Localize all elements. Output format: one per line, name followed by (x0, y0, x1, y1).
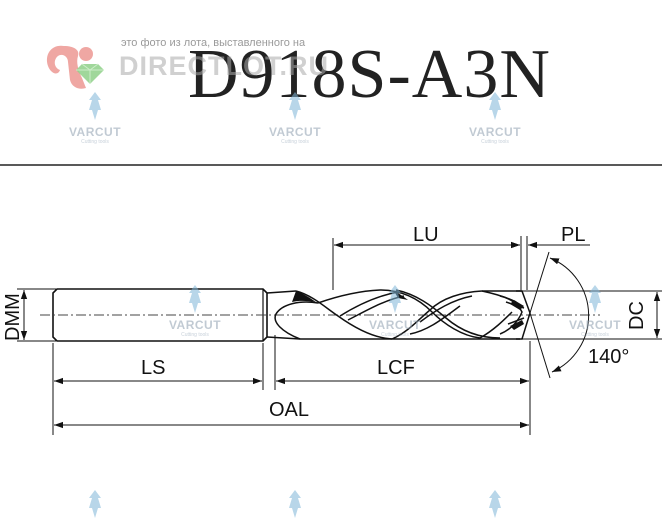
drill-bit-icon (489, 490, 501, 518)
drill-bit-icon (589, 285, 601, 313)
dc-label: DC (626, 301, 648, 330)
oal-label: OAL (269, 399, 309, 421)
varcut-subtitle: Cutting tools (581, 332, 609, 338)
drill-bit-icon (89, 92, 101, 120)
lu-dimension (332, 236, 522, 290)
watermark-caption: это фото из лота, выставленного на (121, 37, 306, 49)
dmm-dimension (17, 288, 56, 342)
varcut-subtitle: Cutting tools (181, 332, 209, 338)
varcut-name: VARCUT (368, 318, 422, 332)
varcut-logo: VARCUT Cutting tools (460, 92, 530, 145)
shank (52, 288, 268, 342)
varcut-logo: VARCUT Cutting tools (260, 92, 330, 145)
drill-bit-icon (189, 285, 201, 313)
varcut-logo: VARCUT Cutting tools (160, 285, 230, 338)
varcut-name: VARCUT (268, 125, 322, 139)
squirrel-gem-icon (42, 40, 112, 97)
angle-dimension (529, 251, 590, 379)
varcut-logo (60, 490, 130, 523)
varcut-subtitle: Cutting tools (81, 139, 109, 145)
drill-flutes (266, 289, 531, 340)
varcut-logo (460, 490, 530, 523)
varcut-logo: VARCUT Cutting tools (360, 285, 430, 338)
varcut-subtitle: Cutting tools (281, 139, 309, 145)
lcf-dimension (274, 335, 531, 435)
varcut-logo: VARCUT Cutting tools (60, 92, 130, 145)
ls-label: LS (141, 357, 165, 379)
drill-bit-icon (289, 92, 301, 120)
dmm-label: DMM (2, 293, 24, 341)
watermark-brand: DIRECTLOT.RU (119, 51, 329, 81)
varcut-logo: VARCUT Cutting tools (560, 285, 630, 338)
drill-bit-icon (89, 490, 101, 518)
ls-dimension (52, 343, 264, 435)
pl-dimension (499, 236, 590, 290)
drill-bit-icon (389, 285, 401, 313)
varcut-logo (260, 490, 330, 523)
varcut-subtitle: Cutting tools (381, 332, 409, 338)
lcf-label: LCF (377, 357, 415, 379)
varcut-name: VARCUT (168, 318, 222, 332)
drill-bit-icon (489, 92, 501, 120)
pl-label: PL (561, 224, 585, 246)
varcut-name: VARCUT (568, 318, 622, 332)
model-title: D918S-A3N (188, 36, 551, 113)
lu-label: LU (413, 224, 439, 246)
drill-bit-icon (289, 490, 301, 518)
varcut-name: VARCUT (68, 125, 122, 139)
varcut-name: VARCUT (468, 125, 522, 139)
varcut-subtitle: Cutting tools (481, 139, 509, 145)
flute-shading (292, 291, 524, 330)
angle-label: 140° (588, 346, 629, 368)
